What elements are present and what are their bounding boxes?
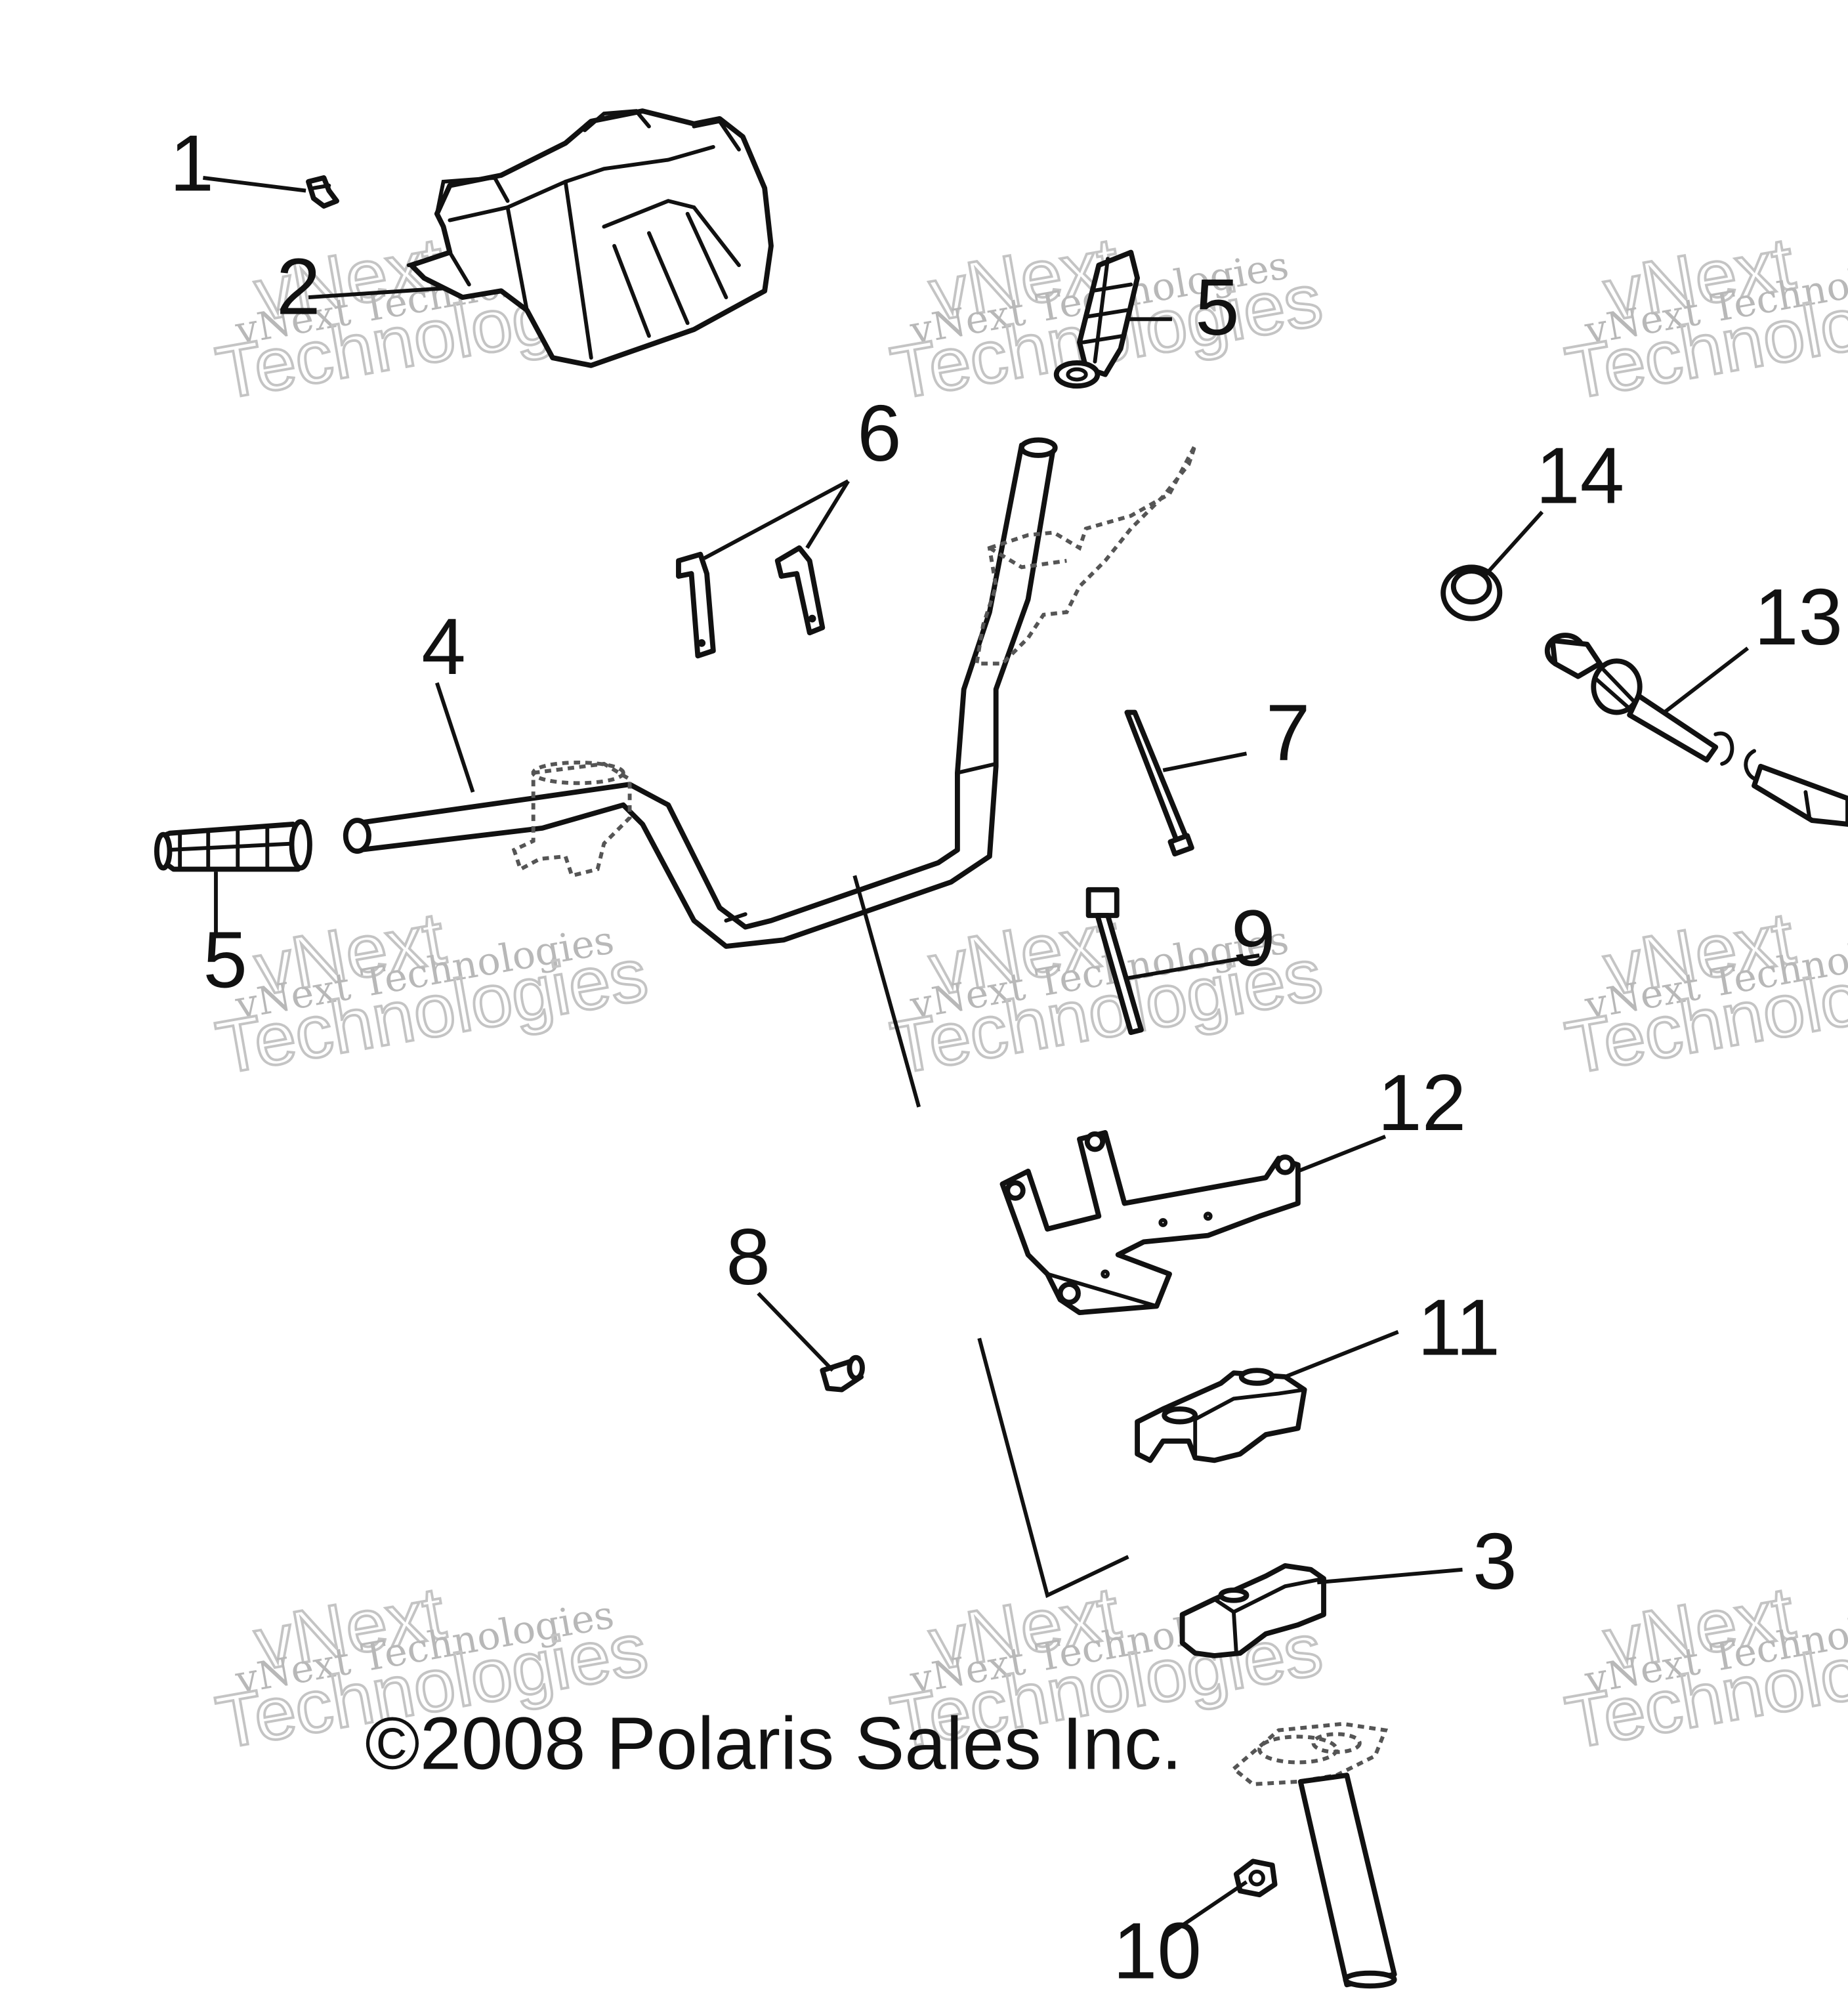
part-3-lower-clamp — [1179, 1563, 1326, 1658]
part-9-bolt — [1085, 887, 1144, 1036]
assembly-lines — [852, 875, 1129, 1599]
part-5-grip-right — [1053, 249, 1140, 389]
part-13-cable — [1544, 633, 1848, 827]
callout-4: 4 — [421, 602, 466, 691]
watermark: vNext vNext Technologies Technologies — [209, 895, 655, 1091]
callout-9: 9 — [1231, 893, 1276, 982]
callout-8: 8 — [726, 1212, 770, 1301]
callout-11: 11 — [1418, 1283, 1500, 1372]
watermark: vNext vNext Technologies Technologies — [1559, 895, 1848, 1091]
callout-7: 7 — [1266, 688, 1311, 777]
part-8-pin — [820, 1354, 865, 1393]
part-14-grommet — [1440, 564, 1503, 621]
callout-2: 2 — [276, 242, 321, 331]
part-4-handlebar — [343, 437, 1197, 949]
part-6-brackets — [676, 545, 826, 659]
callout-3: 3 — [1473, 1517, 1517, 1606]
callout-6: 6 — [857, 388, 902, 478]
copyright-notice: ©2008 Polaris Sales Inc. — [365, 1702, 1182, 1785]
watermark: vNext vNext Technologies Technologies — [1559, 220, 1848, 417]
leader-lines — [203, 176, 1750, 1941]
part-7-cable-tie — [1124, 709, 1194, 857]
part-5-grip-left — [154, 819, 312, 872]
callout-14: 14 — [1536, 430, 1624, 520]
callout-labels: 1 2 5 6 4 5 7 9 12 8 11 3 10 14 13 — [169, 119, 1843, 1996]
callout-5-top: 5 — [1195, 262, 1240, 352]
part-11-upper-clamp — [1135, 1368, 1307, 1463]
part-10-nut — [1233, 1858, 1278, 1898]
part-1-screw — [306, 175, 339, 209]
part-2-handlebar-cover — [406, 108, 774, 368]
watermark: vNext vNext Technologies Technologies — [1559, 1570, 1848, 1766]
steering-stem — [1230, 1721, 1397, 1989]
callout-12: 12 — [1377, 1058, 1466, 1147]
callout-10: 10 — [1113, 1906, 1202, 1995]
part-12-bracket-plate — [999, 1130, 1301, 1316]
callout-1: 1 — [169, 119, 214, 208]
callout-13: 13 — [1754, 572, 1843, 662]
callout-5-left: 5 — [203, 915, 247, 1005]
